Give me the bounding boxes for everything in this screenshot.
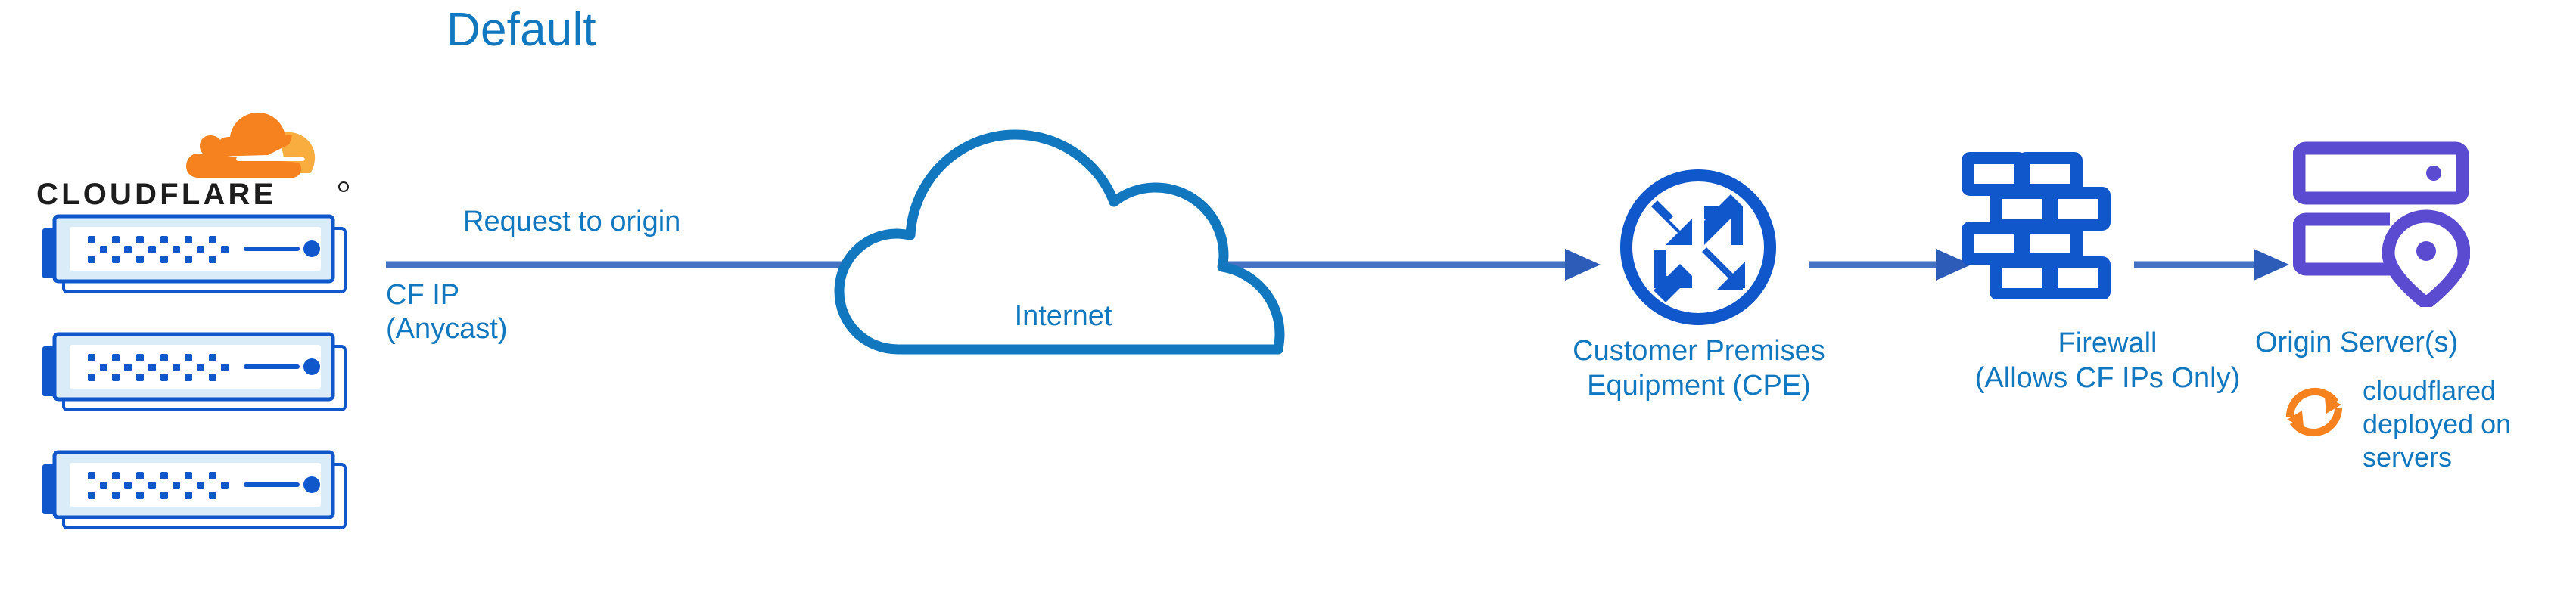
cloudflare-edge-server-rack-2 [33, 331, 351, 413]
cloudflare-wordmark: CLOUDFLARE [36, 178, 354, 211]
cpe-label-line-2: Equipment (CPE) [1587, 369, 1811, 402]
cloudflared-label-line-2: deployed on [2363, 408, 2512, 439]
brick-wall-icon [1960, 147, 2111, 300]
cloudflared-label-line-1: cloudflared [2363, 375, 2497, 406]
arrow-firewall-to-origin [2134, 249, 2289, 281]
cf-ip-anycast-label: CF IP (Anycast) [386, 278, 507, 346]
cloudflared-label-line-3: servers [2363, 441, 2453, 473]
sync-circular-arrows-icon [2279, 377, 2349, 447]
firewall-label: Firewall (Allows CF IPs Only) [1869, 327, 2346, 395]
cpe-label-line-1: Customer Premises [1573, 335, 1825, 367]
router-four-arrows-icon [1616, 165, 1781, 330]
cloudflare-logo: CLOUDFLARE [36, 110, 354, 212]
arrow-cpe-to-firewall [1809, 249, 1971, 281]
internet-label: Internet [1014, 300, 1112, 332]
origin-server-label: Origin Server(s) [2255, 327, 2459, 358]
cloudflare-cloud-mark-icon [186, 110, 319, 179]
cloudflare-edge-server-rack-1 [33, 213, 351, 295]
firewall-label-line-1: Firewall [2058, 327, 2158, 359]
firewall-label-line-2: (Allows CF IPs Only) [1974, 361, 2241, 394]
svg-text:CLOUDFLARE: CLOUDFLARE [36, 178, 277, 211]
page-title: Default [446, 4, 596, 56]
cloud-icon [829, 106, 1298, 355]
request-to-origin-label: Request to origin [463, 206, 681, 237]
server-stack-location-pin-icon [2292, 141, 2471, 310]
cloudflare-edge-server-rack-3 [33, 449, 351, 531]
cf-ip-line-2: (Anycast) [386, 312, 508, 345]
cpe-label: Customer Premises Equipment (CPE) [1483, 334, 1915, 403]
cf-ip-line-1: CF IP [386, 279, 460, 311]
cloudflared-annotation: cloudflared deployed on servers [2279, 374, 2576, 474]
cloudflared-label: cloudflared deployed on servers [2363, 374, 2511, 474]
